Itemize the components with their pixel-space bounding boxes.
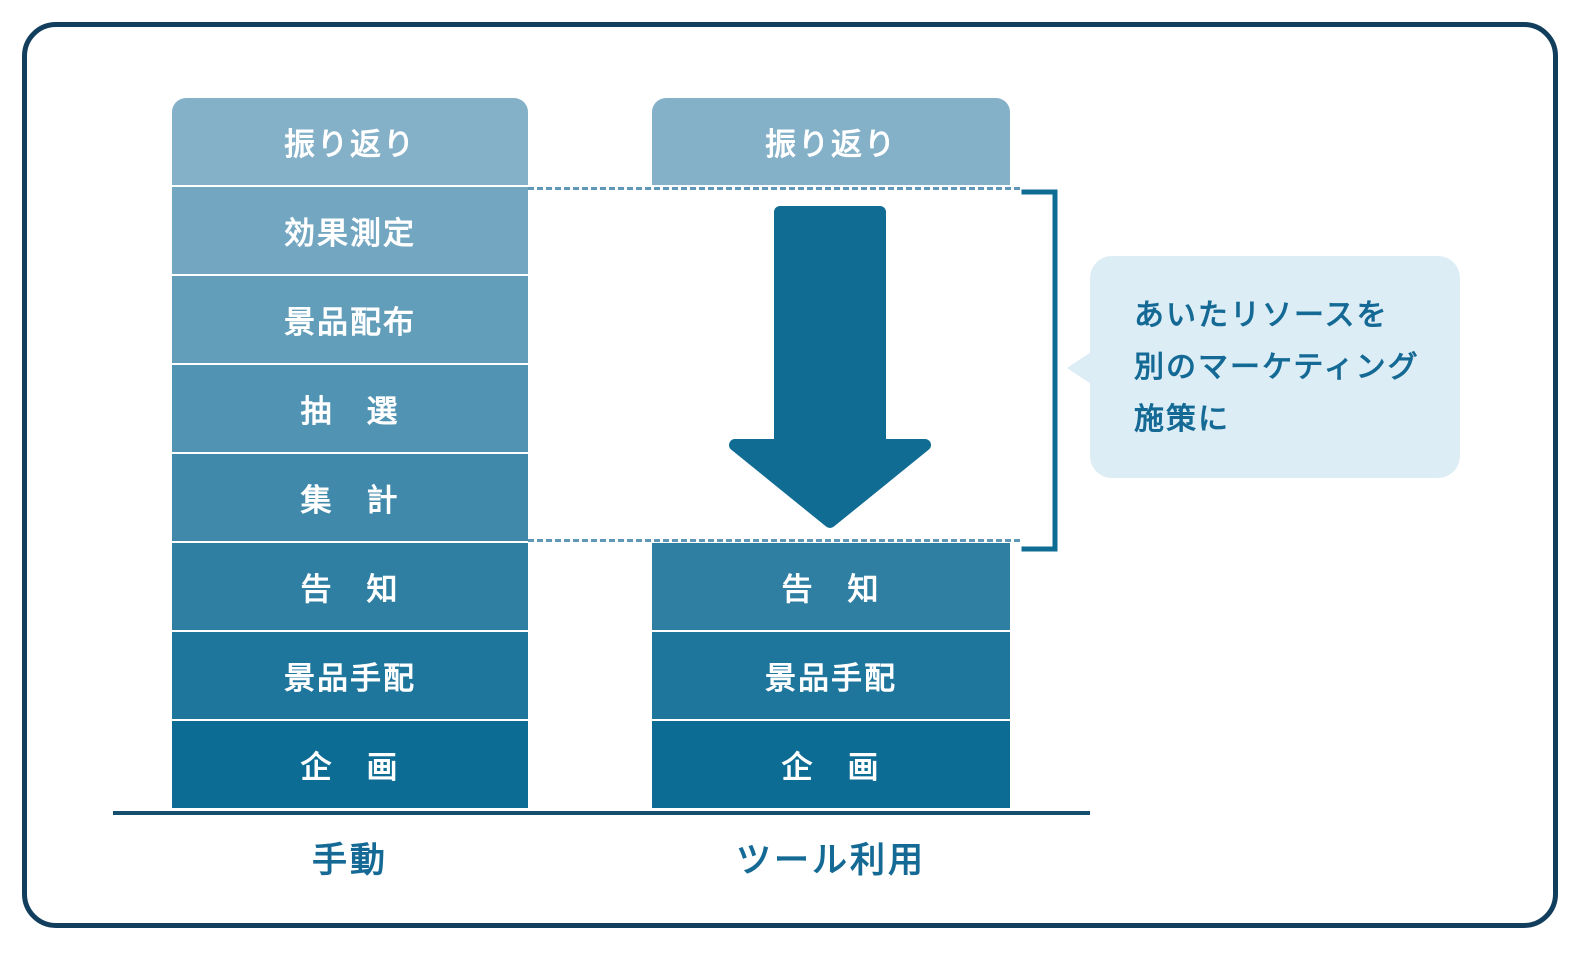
callout-line-1: あいたリソースを — [1134, 299, 1389, 332]
process-block-shuukei: 集 計 — [172, 454, 528, 541]
baseline — [113, 811, 1090, 815]
down-arrow-icon — [729, 206, 931, 528]
process-block-kokuchi: 告 知 — [172, 543, 528, 630]
callout-bubble: あいたリソースを 別のマーケティング 施策に — [1067, 256, 1460, 478]
outer-frame — [22, 22, 1558, 928]
process-block-kikaku: 企 画 — [172, 721, 528, 808]
manual-column: 振り返り 効果測定 景品配布 抽 選 集 計 告 知 景品手配 企 画 — [172, 98, 528, 810]
process-block-furikaeri-tool: 振り返り — [652, 98, 1010, 185]
bracket-shape — [1021, 189, 1058, 552]
automated-zone-bottom-dash — [528, 539, 1020, 542]
process-block-kokuchi-tool: 告 知 — [652, 543, 1010, 630]
process-block-furikaeri: 振り返り — [172, 98, 528, 185]
callout-line-3: 施策に — [1134, 403, 1230, 436]
process-block-keihin-tehai-tool: 景品手配 — [652, 632, 1010, 719]
process-block-keihin-haifu: 景品配布 — [172, 276, 528, 363]
process-block-kouka-sokutei: 効果測定 — [172, 187, 528, 274]
bracket — [1021, 189, 1058, 552]
automated-zone-top-dash — [528, 187, 1020, 190]
process-block-kikaku-tool: 企 画 — [652, 721, 1010, 808]
callout-text: あいたリソースを 別のマーケティング 施策に — [1134, 290, 1432, 446]
column-label-manual: 手動 — [311, 841, 388, 880]
process-block-keihin-tehai: 景品手配 — [172, 632, 528, 719]
process-block-chuusen: 抽 選 — [172, 365, 528, 452]
tool-column: 振り返り 告 知 景品手配 企 画 — [652, 98, 1010, 810]
column-label-tool: ツール利用 — [735, 841, 926, 880]
callout-tail — [1067, 352, 1091, 384]
callout-line-2: 別のマーケティング — [1134, 351, 1420, 384]
down-arrow-shape — [729, 206, 931, 528]
